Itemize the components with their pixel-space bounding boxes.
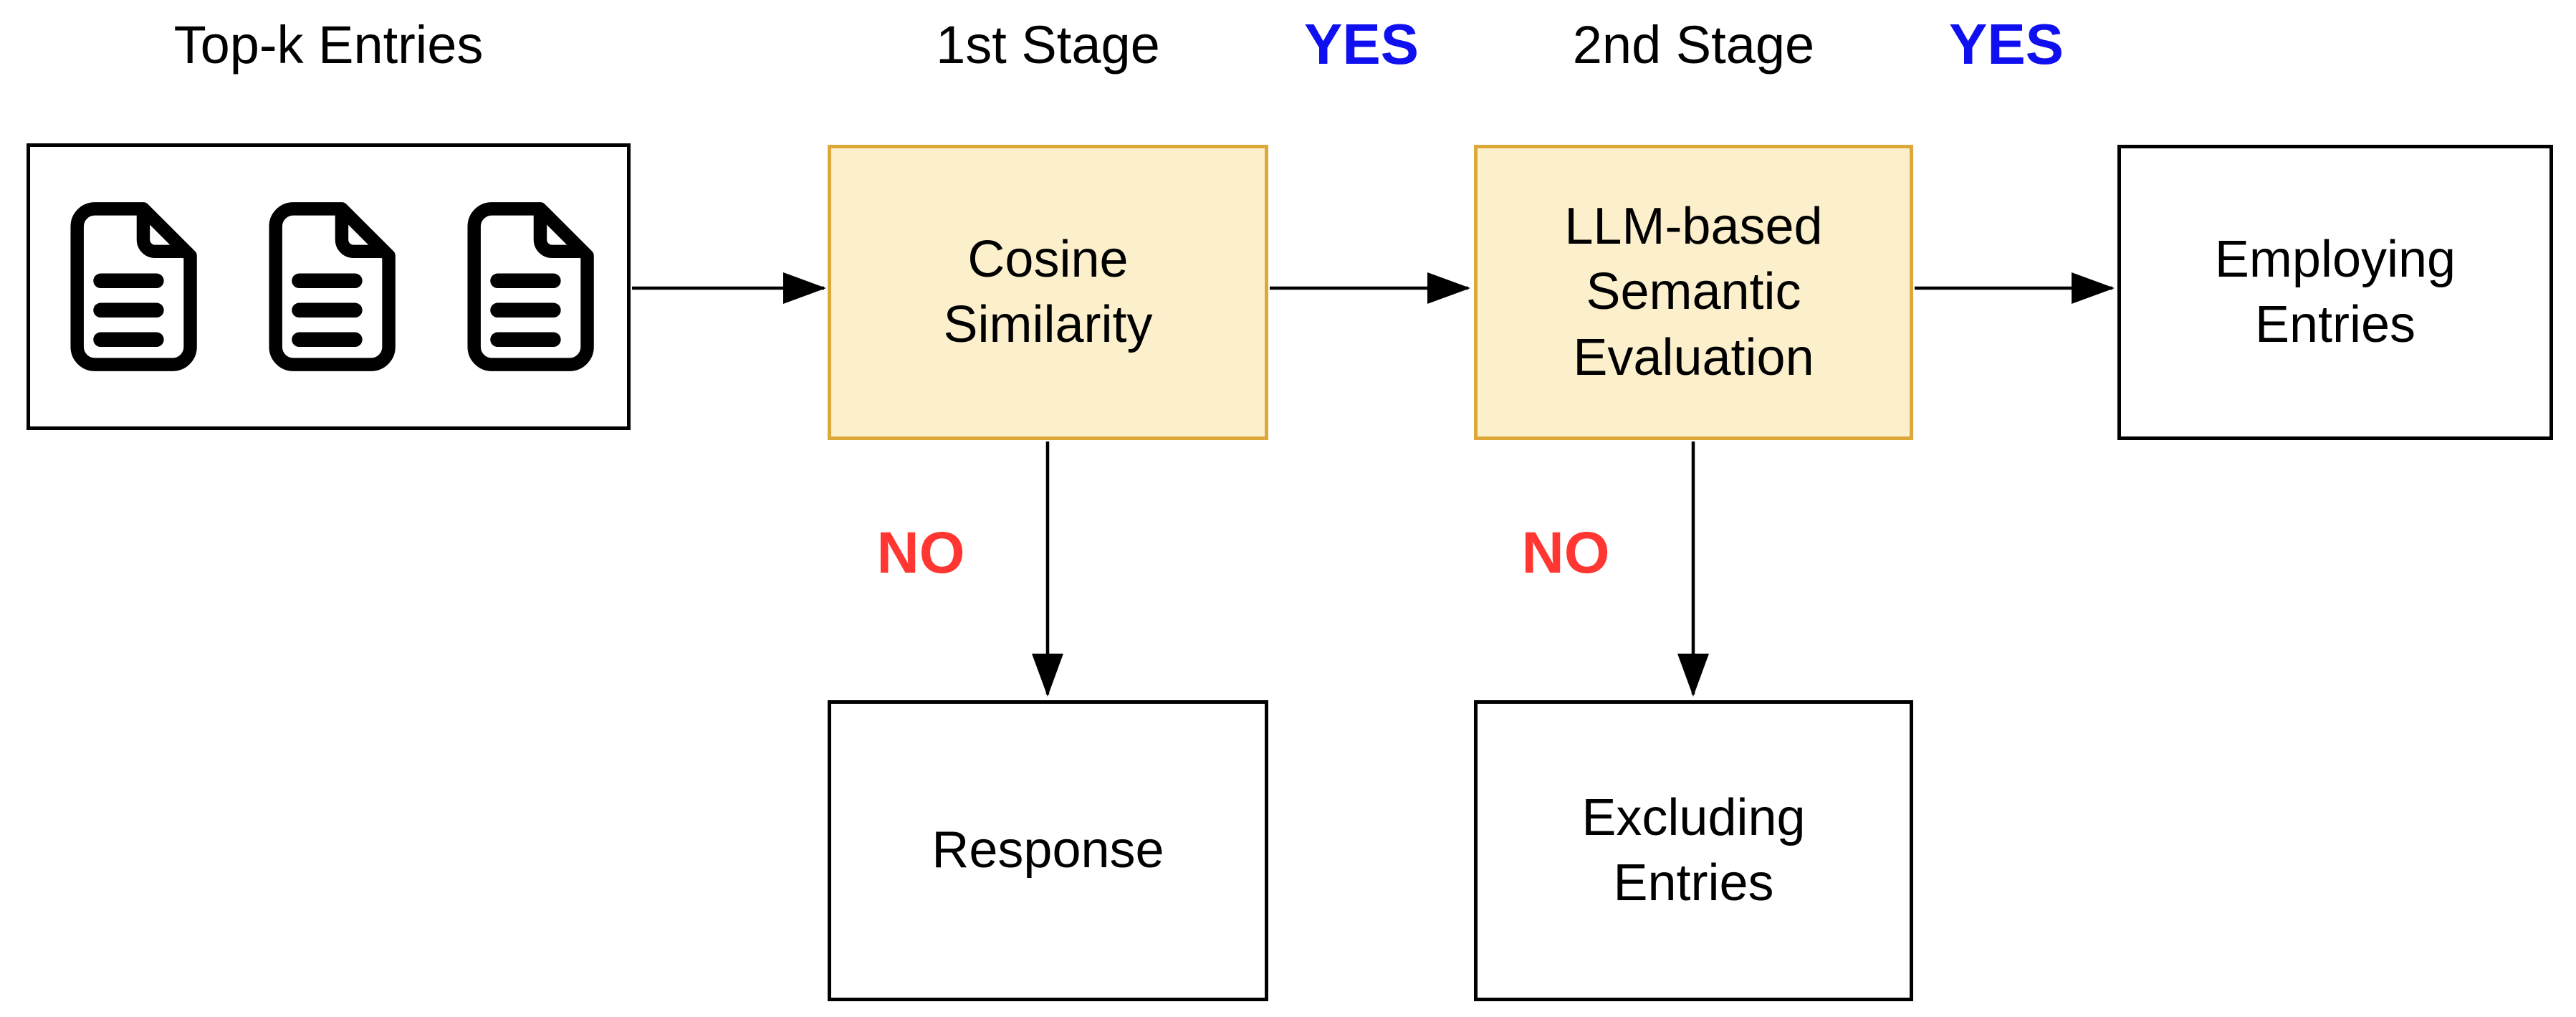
label-stage-2: 2nd Stage xyxy=(1572,14,1815,75)
label-stage-1: 1st Stage xyxy=(936,14,1160,75)
document-icon xyxy=(70,202,197,371)
node-topk-box xyxy=(27,143,631,430)
node-llm-semantic-evaluation: LLM-based Semantic Evaluation xyxy=(1474,145,1913,440)
node-cosine-similarity-label: Cosine Similarity xyxy=(943,230,1153,353)
document-icons-row xyxy=(30,147,627,426)
node-response: Response xyxy=(828,700,1268,1001)
label-no-1: NO xyxy=(876,520,965,586)
node-llm-semantic-evaluation-label: LLM-based Semantic Evaluation xyxy=(1564,197,1823,386)
document-icon xyxy=(269,202,396,371)
label-no-2: NO xyxy=(1521,520,1610,586)
node-excluding-entries-label: Excluding Entries xyxy=(1581,788,1806,912)
node-excluding-entries: Excluding Entries xyxy=(1474,700,1913,1001)
label-yes-1: YES xyxy=(1303,12,1419,76)
label-yes-2: YES xyxy=(1948,12,2064,76)
node-employing-entries: Employing Entries xyxy=(2117,145,2553,440)
label-topk-entries: Top-k Entries xyxy=(173,14,484,75)
node-cosine-similarity: Cosine Similarity xyxy=(828,145,1268,440)
node-employing-entries-label: Employing Entries xyxy=(2214,230,2456,353)
node-response-label: Response xyxy=(932,821,1164,879)
document-icon xyxy=(467,202,594,371)
